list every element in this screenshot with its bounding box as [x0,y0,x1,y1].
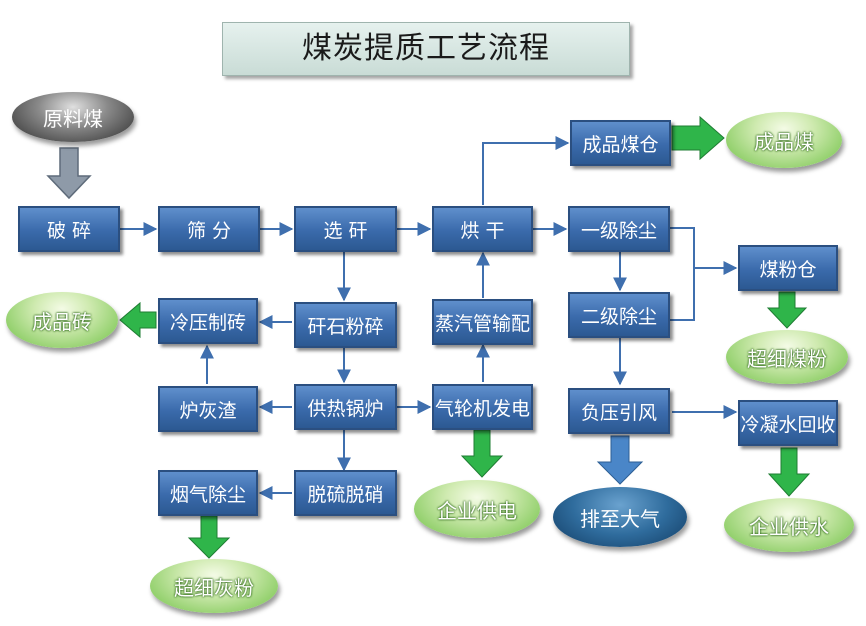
node-flue-dust: 烟气除尘 [158,470,258,516]
node-steam-pipe: 蒸汽管输配 [432,299,533,345]
node-product-silo: 成品煤仓 [570,120,671,166]
block-arrow-fan-exhaust [596,435,644,485]
node-fan: 负压引风 [568,388,670,434]
node-crush: 破 碎 [18,206,120,252]
node-ultrafine-coal: 超细煤粉 [726,330,848,384]
block-arrow-silo-product [671,115,725,161]
node-power-supply: 企业供电 [414,480,540,538]
node-exhaust: 排至大气 [553,487,687,547]
node-desulf: 脱硫脱硝 [294,470,397,516]
node-raw-coal: 原料煤 [12,92,134,142]
block-arrow-silo-ultrafine [766,291,808,329]
node-gangue-crush: 矸石粉碎 [294,302,397,348]
node-water-supply: 企业供水 [724,498,854,552]
block-arrow-brick-product [119,301,157,339]
node-boiler: 供热锅炉 [294,384,397,430]
node-turbine: 气轮机发电 [432,384,533,430]
node-cold-brick: 冷压制砖 [158,298,258,344]
block-arrow-condensate-water [767,447,811,497]
block-arrow-flue-ultrafine [187,515,231,559]
node-screen: 筛 分 [158,206,260,252]
node-condensate: 冷凝水回收 [738,400,838,446]
node-dry: 烘 干 [432,206,533,252]
node-product-coal: 成品煤 [726,112,842,168]
node-dust2: 二级除尘 [568,292,670,338]
node-gangue-sort: 选 矸 [294,206,397,252]
node-dust1: 一级除尘 [568,206,670,252]
node-product-brick: 成品砖 [6,292,118,348]
arrow-dust-powder [670,227,695,321]
block-arrow-raw-crush [46,147,92,200]
page-title: 煤炭提质工艺流程 [222,22,630,76]
block-arrow-turbine-power [460,429,504,478]
arrow-dry-silo [482,136,570,205]
node-ash: 炉灰渣 [158,386,258,432]
node-ultrafine-ash: 超细灰粉 [150,559,278,613]
node-powder-silo: 煤粉仓 [738,245,838,291]
